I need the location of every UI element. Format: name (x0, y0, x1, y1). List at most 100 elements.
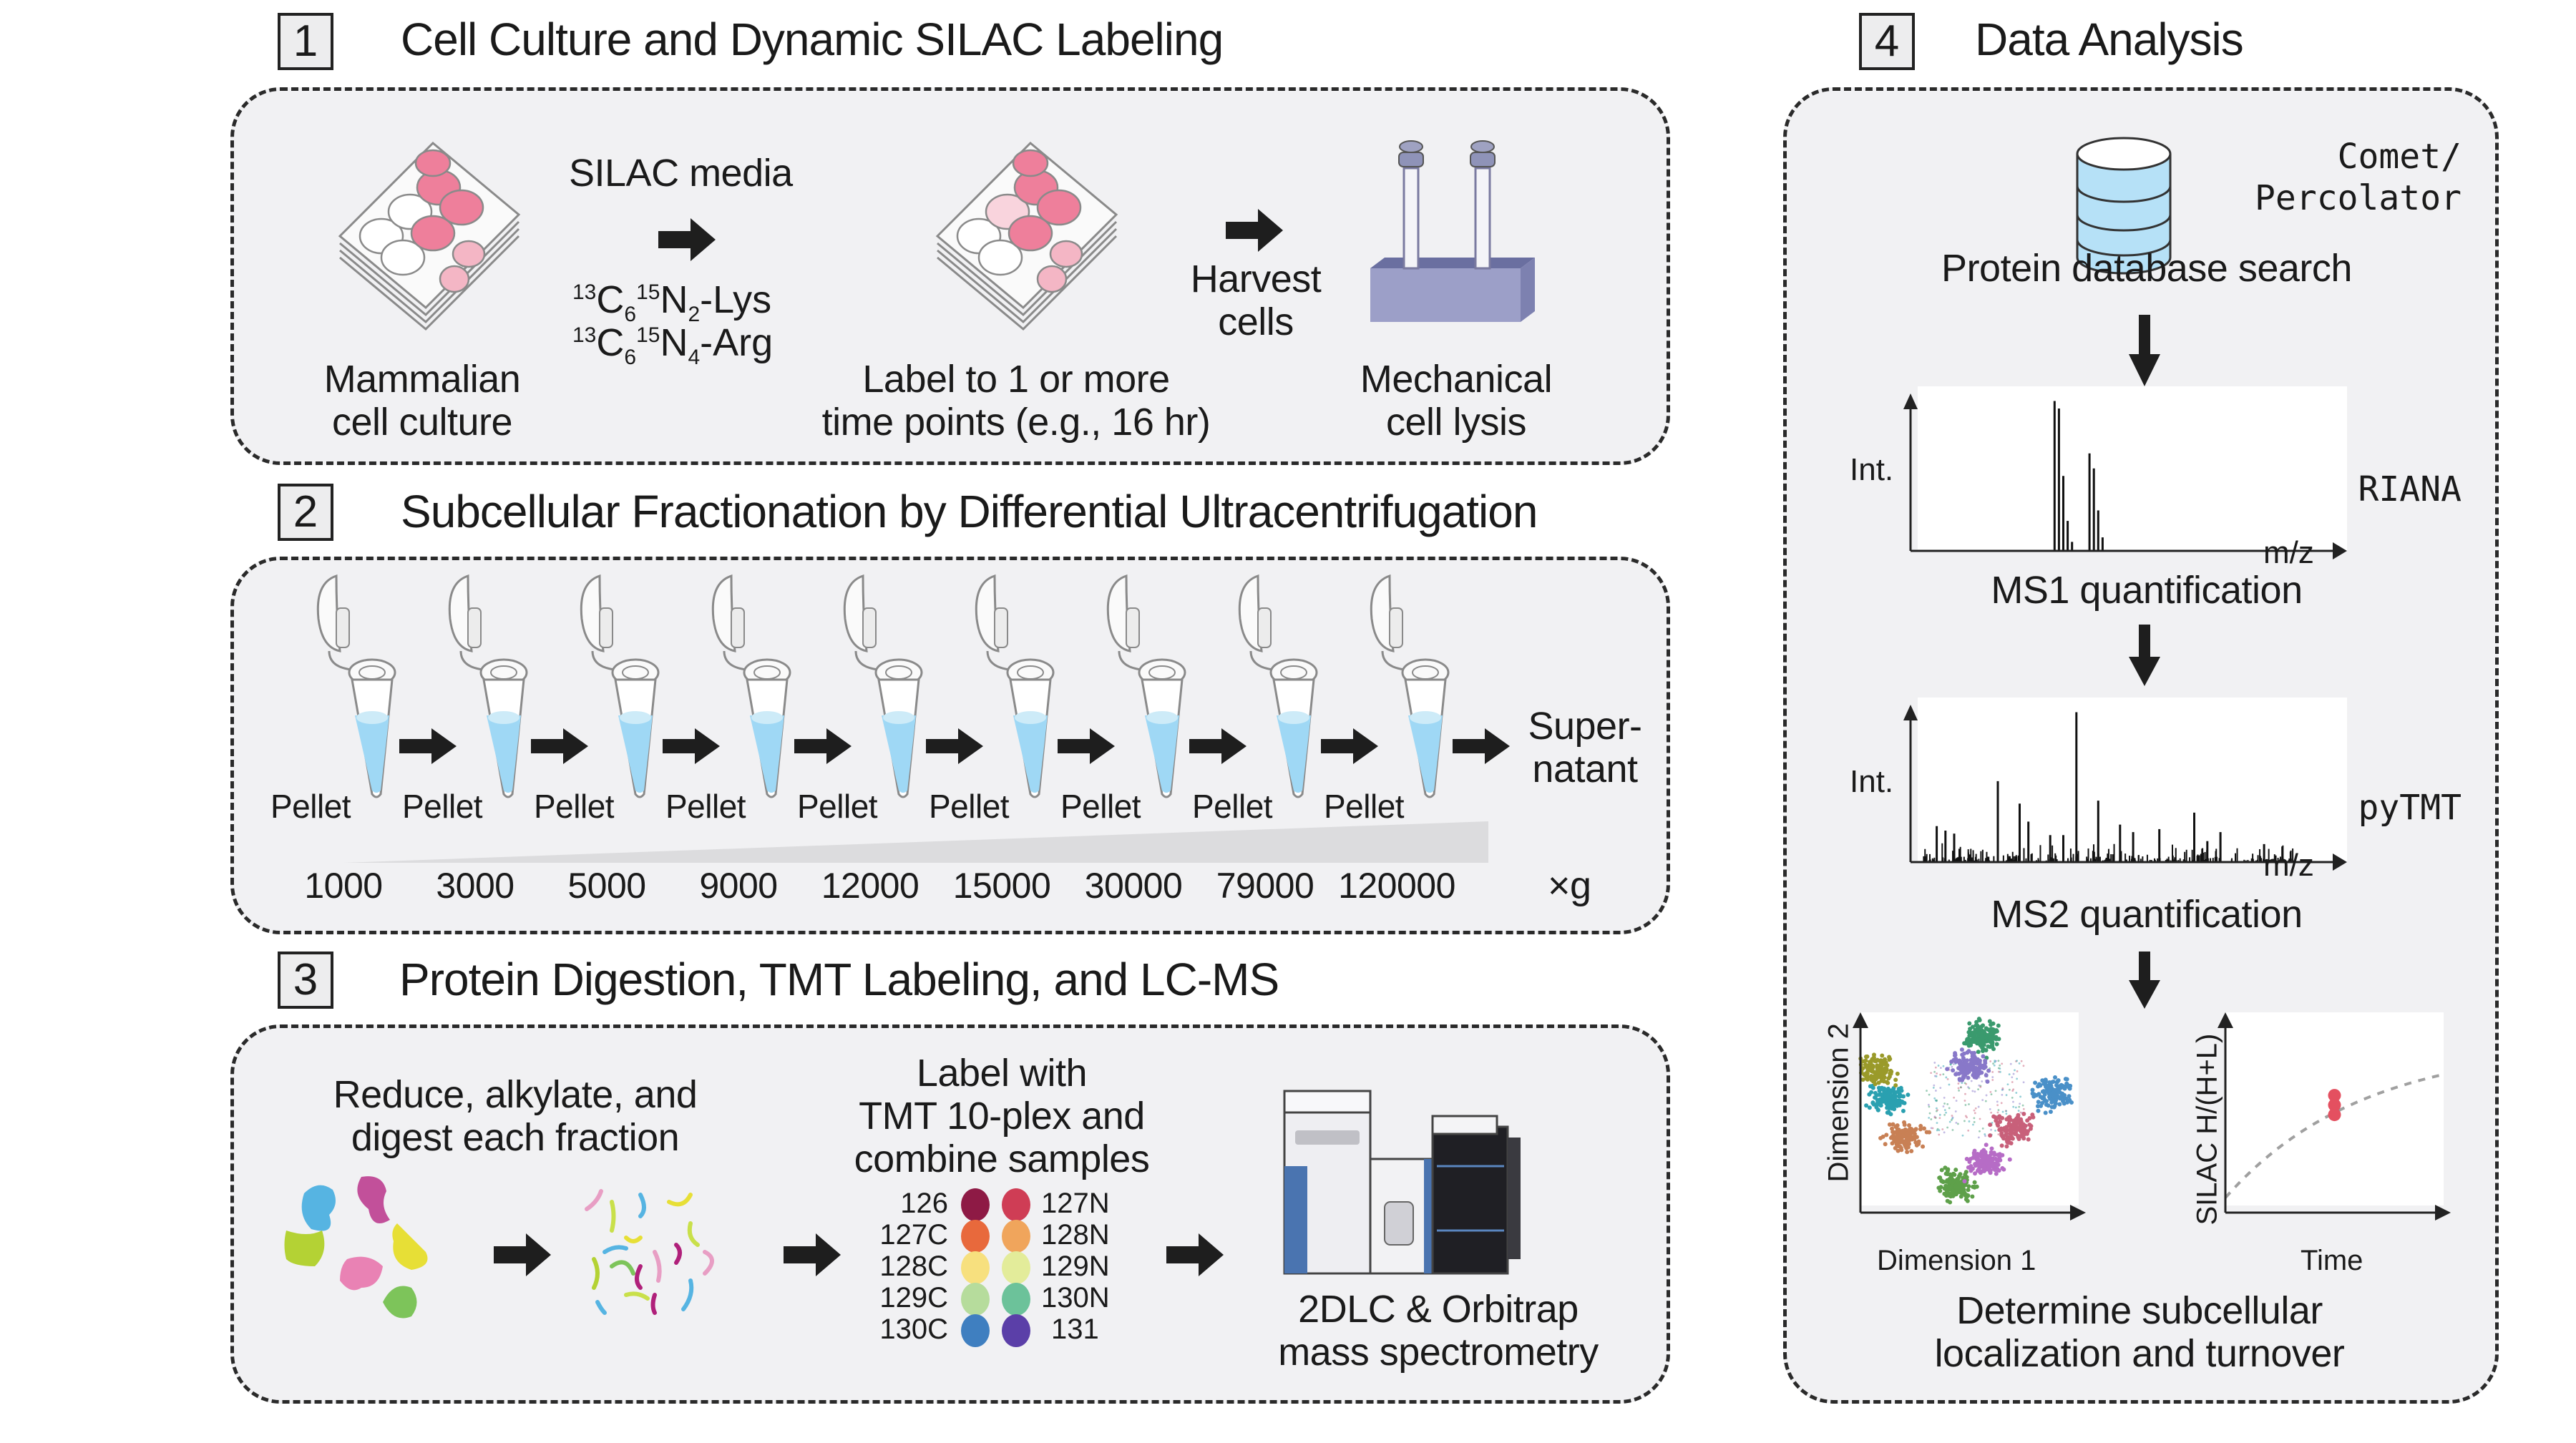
intact-proteins-icon (284, 1176, 428, 1319)
scatter-point (2025, 1118, 2030, 1123)
scatter-point (1971, 1050, 1976, 1055)
scatter-point (1922, 1126, 1927, 1131)
speed-label: 1000 (304, 866, 383, 906)
search-label: Protein database search (1941, 247, 2352, 290)
scatter-point (1977, 1105, 1980, 1108)
scatter-point (2040, 1078, 2045, 1083)
label-line: Percolator (2255, 178, 2462, 218)
scatter-point (2000, 1102, 2003, 1105)
scatter-point (1963, 1060, 1968, 1065)
scatter-point (1994, 1042, 1999, 1047)
scatter-point (2043, 1110, 2048, 1115)
scatter-point (1883, 1142, 1888, 1147)
scatter-point (1955, 1100, 1958, 1102)
scatter-point (1870, 1069, 1875, 1074)
scatter-point (1975, 1151, 1980, 1156)
scatter-point (2008, 1088, 2011, 1091)
scatter-point (1948, 1200, 1953, 1205)
scatter-point (2049, 1105, 2054, 1110)
scatter-point (1958, 1089, 1961, 1092)
scatter-point (1979, 1070, 1984, 1075)
scatter-point (1979, 1163, 1984, 1168)
ms-label: 2DLC & Orbitrap mass spectrometry (1245, 1288, 1631, 1374)
scatter-point (2022, 1081, 2025, 1084)
pellet-label: Pellet (929, 788, 1010, 825)
scatter-point (2008, 1117, 2013, 1122)
scatter-point (1990, 1128, 1992, 1131)
scatter-point (1928, 1105, 1931, 1108)
tmt-channel-dot (1002, 1314, 1030, 1347)
scatter-point (1973, 1067, 1978, 1072)
scatter-point (1939, 1073, 1942, 1076)
scatter-point (2022, 1107, 2025, 1110)
scatter-point (1966, 1193, 1971, 1198)
scatter-point (1868, 1084, 1873, 1089)
scatter-point (1991, 1029, 1996, 1034)
scatter-point (2012, 1100, 2014, 1103)
arrow-right-icon (658, 218, 716, 261)
scatter-point (1977, 1158, 1982, 1163)
scatter-point (1883, 1066, 1888, 1071)
scatter-point (1900, 1135, 1905, 1140)
plot-area (1918, 386, 2347, 551)
label-line: localization and turnover (1934, 1332, 2345, 1375)
centrifuge-tube-icon (711, 574, 791, 798)
label-line: Mammalian (323, 358, 521, 401)
data-point (2328, 1098, 2341, 1112)
scatter-point (1994, 1029, 1999, 1034)
scatter-point (1945, 1111, 1947, 1114)
scatter-point (1991, 1076, 1994, 1078)
arrow-right-icon (399, 728, 457, 764)
scatter-point (1890, 1126, 1895, 1131)
scatter-point (2012, 1088, 2015, 1091)
scatter-point (1944, 1193, 1949, 1198)
label-line: cell lysis (1385, 401, 1527, 444)
speed-label: 12000 (821, 866, 919, 906)
turnover-xlabel: Time (2301, 1245, 2363, 1276)
scatter-point (1968, 1103, 1970, 1105)
scatter-point (1897, 1132, 1902, 1137)
scatter-point (1896, 1143, 1901, 1148)
scatter-point (1946, 1126, 1949, 1129)
scatter-point (1881, 1061, 1886, 1066)
digest-label: Reduce, alkylate, and digest each fracti… (315, 1073, 716, 1159)
n-mass: 15 (636, 323, 660, 347)
scatter-point (1993, 1115, 1998, 1120)
speed-label: 15000 (952, 866, 1051, 906)
label-line: cell culture (331, 401, 513, 444)
scatter-point (1989, 1022, 1994, 1027)
scatter-point (1968, 1163, 1974, 1168)
scatter-point (1944, 1179, 1949, 1184)
scatter-point (1867, 1105, 1872, 1110)
arrow-right-icon (663, 728, 720, 764)
scatter-point (1943, 1113, 1946, 1116)
scatter-point (1934, 1066, 1937, 1069)
section-3-number: 3 (278, 952, 333, 1009)
scatter-point (1878, 1067, 1883, 1072)
arrow-right-icon (494, 1233, 551, 1276)
scatter-point (1936, 1129, 1938, 1132)
tmt-channel-label: 126 (900, 1188, 948, 1219)
scatter-point (2011, 1096, 2014, 1099)
scatter-point (1988, 1122, 1993, 1128)
scatter-point (1951, 1180, 1956, 1185)
scatter-point (1996, 1104, 1999, 1107)
scatter-point (1956, 1122, 1959, 1125)
scatter-point (1972, 1150, 1977, 1155)
label-line: combine samples (854, 1138, 1150, 1180)
scatter-point (1996, 1111, 1999, 1114)
scatter-point (2012, 1119, 2017, 1124)
scatter-point (1860, 1066, 1865, 1071)
tmt-channel-label: 127C (879, 1219, 948, 1251)
scatter-point (1967, 1129, 1970, 1132)
scatter-point (1941, 1180, 1946, 1185)
pellet-label: Pellet (665, 788, 746, 825)
scatter-point (1973, 1121, 1976, 1123)
scatter-point (1885, 1080, 1890, 1085)
scatter-point (1957, 1077, 1962, 1082)
scatter-point (1865, 1054, 1870, 1059)
scatter-point (2015, 1092, 2018, 1094)
section-1-number: 1 (278, 13, 333, 70)
scatter-point (1983, 1065, 1988, 1070)
scatter-point (1900, 1128, 1905, 1133)
